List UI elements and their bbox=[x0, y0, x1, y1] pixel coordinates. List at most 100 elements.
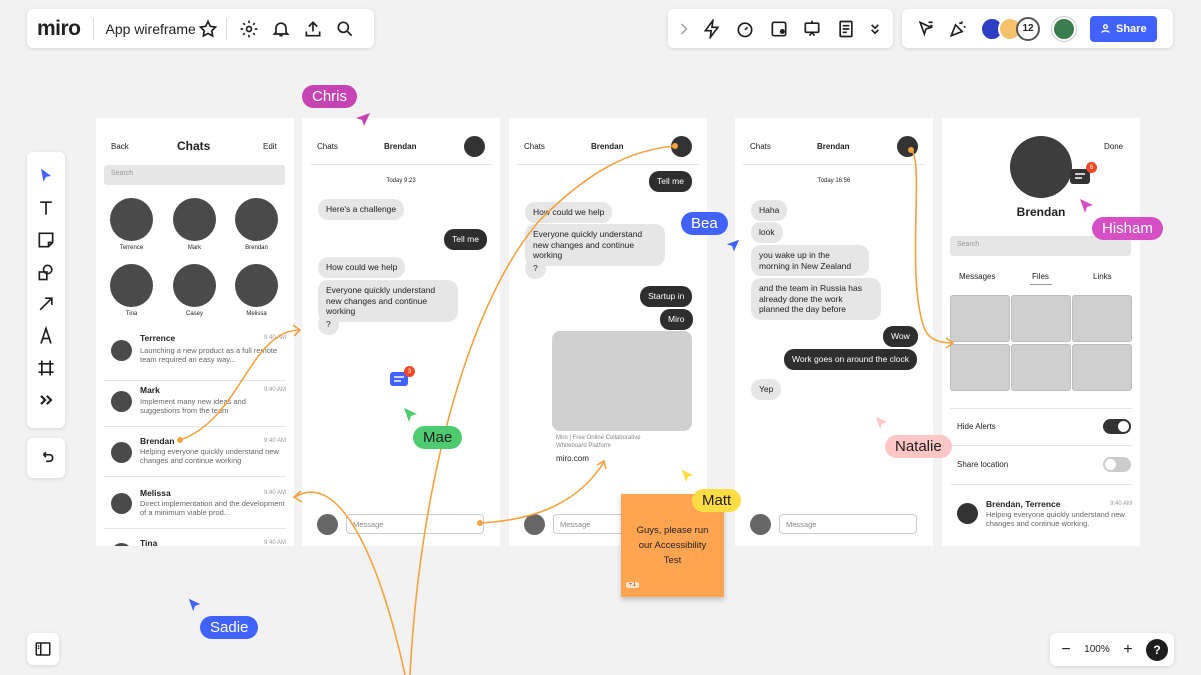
board-title[interactable]: App wireframe bbox=[105, 20, 196, 37]
conversation-title: Brendan bbox=[384, 142, 417, 151]
reactions-cursor-icon[interactable] bbox=[910, 13, 942, 45]
contact-avatar[interactable] bbox=[110, 264, 153, 307]
contact-avatar[interactable] bbox=[173, 264, 216, 307]
message-placeholder: Message bbox=[353, 520, 384, 529]
chat-list-row[interactable]: Brendan 9:40 AM Helping everyone quickly… bbox=[104, 433, 286, 478]
message-bubble: Miro bbox=[660, 309, 693, 330]
zoom-level[interactable]: 100% bbox=[1084, 644, 1110, 655]
collaborator-avatars[interactable]: 12 bbox=[980, 16, 1040, 41]
edit-link[interactable]: Edit bbox=[263, 142, 277, 151]
contact-avatar[interactable] bbox=[235, 198, 278, 241]
file-thumbnail[interactable] bbox=[1072, 295, 1132, 342]
chat-name: Mark bbox=[140, 385, 160, 395]
file-thumbnail[interactable] bbox=[1011, 295, 1071, 342]
pen-icon[interactable] bbox=[30, 320, 62, 352]
zoom-in-button[interactable]: + bbox=[1123, 640, 1133, 658]
timer-icon[interactable] bbox=[729, 13, 761, 45]
back-link[interactable]: Back bbox=[111, 142, 129, 151]
chat-time: 9:40 AM bbox=[263, 438, 286, 444]
celebrate-party-icon[interactable] bbox=[942, 13, 974, 45]
undo-icon[interactable] bbox=[30, 442, 62, 474]
done-link[interactable]: Done bbox=[1104, 142, 1124, 151]
avatar bbox=[671, 136, 692, 157]
connection-arrow-icon[interactable] bbox=[30, 288, 62, 320]
voting-card-icon[interactable] bbox=[763, 13, 795, 45]
chat-name: Brendan bbox=[140, 436, 175, 446]
upload-export-icon[interactable] bbox=[297, 13, 329, 45]
hide-alerts-toggle[interactable] bbox=[1103, 419, 1131, 434]
more-tools-chevron-icon[interactable] bbox=[30, 384, 62, 416]
message-bubble: Everyone quickly understand new changes … bbox=[318, 280, 458, 322]
comment-marker[interactable]: 3 bbox=[390, 366, 415, 388]
contact-avatar[interactable] bbox=[235, 264, 278, 307]
back-link[interactable]: Chats bbox=[750, 142, 771, 151]
sticky-note[interactable]: Guys, please run our Accessibility Test … bbox=[621, 494, 724, 597]
link-preview-image[interactable] bbox=[552, 331, 692, 431]
chat-time: 9:40 AM bbox=[263, 335, 286, 341]
chat-list-row[interactable]: Brendan, Terrence 9:40 AM Helping everyo… bbox=[950, 496, 1132, 538]
sticky-note-icon[interactable] bbox=[30, 224, 62, 256]
tab-files[interactable]: Files bbox=[1032, 272, 1049, 281]
file-thumbnail[interactable] bbox=[950, 295, 1010, 342]
help-button[interactable]: ? bbox=[1146, 638, 1168, 661]
search-field[interactable]: Search bbox=[950, 236, 1131, 256]
presentation-icon[interactable] bbox=[796, 13, 828, 45]
back-link[interactable]: Chats bbox=[524, 142, 545, 151]
shapes-icon[interactable] bbox=[30, 256, 62, 288]
back-link[interactable]: Chats bbox=[317, 142, 338, 151]
message-input[interactable]: Message bbox=[779, 514, 917, 534]
wireframe-screen-profile[interactable]: Done 6 Brendan Search Messages Files Lin… bbox=[942, 118, 1140, 546]
wireframe-screen-conversation-3[interactable]: Chats Brendan Today 16:56 Haha look you … bbox=[735, 118, 933, 546]
search-icon[interactable] bbox=[329, 13, 361, 45]
comment-marker[interactable]: 6 bbox=[1070, 162, 1097, 186]
settings-gear-icon[interactable] bbox=[233, 13, 265, 45]
message-input[interactable]: Message bbox=[346, 514, 484, 534]
conversation-title: Brendan bbox=[591, 142, 624, 151]
avatar bbox=[111, 543, 132, 546]
wireframe-screen-chats[interactable]: Back Chats Edit Search Terrence Mark Bre… bbox=[96, 118, 294, 546]
chat-time: 9:40 AM bbox=[1109, 501, 1132, 507]
notes-list-icon[interactable] bbox=[830, 13, 862, 45]
text-tool-icon[interactable] bbox=[30, 192, 62, 224]
chat-preview: Helping everyone quickly understand new … bbox=[986, 510, 1125, 529]
chat-list-row[interactable]: Mark 9:40 AM Implement many new ideas an… bbox=[104, 382, 286, 427]
link-preview-url[interactable]: miro.com bbox=[556, 454, 589, 463]
search-placeholder: Search bbox=[111, 170, 134, 177]
wireframe-screen-conversation-2[interactable]: Chats Brendan Tell me How could we help … bbox=[509, 118, 707, 546]
contact-avatar[interactable] bbox=[110, 198, 153, 241]
file-thumbnail[interactable] bbox=[1011, 344, 1071, 391]
select-cursor-icon[interactable] bbox=[30, 160, 62, 192]
share-location-toggle[interactable] bbox=[1103, 457, 1131, 472]
current-user-avatar[interactable] bbox=[1052, 16, 1076, 41]
lightning-icon[interactable] bbox=[696, 13, 728, 45]
search-placeholder: Search bbox=[957, 241, 980, 248]
message-bubble: Haha bbox=[751, 200, 788, 221]
zoom-out-button[interactable]: − bbox=[1061, 640, 1071, 658]
tab-messages[interactable]: Messages bbox=[959, 272, 996, 281]
chat-list-row[interactable]: Tina 9:40 AM bbox=[104, 535, 286, 546]
share-button[interactable]: Share bbox=[1090, 15, 1157, 42]
search-field[interactable]: Search bbox=[104, 165, 285, 185]
wireframe-screen-conversation-1[interactable]: Chats Brendan Today 9:23 Here's a challe… bbox=[302, 118, 500, 546]
chat-list-row[interactable]: Melissa 9:40 AM Direct implementation an… bbox=[104, 485, 286, 530]
chevron-right-icon[interactable] bbox=[674, 13, 694, 45]
date-label: Today 16:56 bbox=[817, 178, 851, 184]
contact-avatar[interactable] bbox=[173, 198, 216, 241]
cursor-pointer-icon bbox=[875, 416, 888, 430]
chat-list-row[interactable]: Terrence 9:40 AM Launching a new product… bbox=[104, 330, 286, 380]
tab-links[interactable]: Links bbox=[1093, 272, 1112, 281]
avatar bbox=[111, 442, 132, 463]
star-icon[interactable] bbox=[196, 13, 220, 45]
sticky-reaction-badge[interactable]: +1 bbox=[626, 582, 639, 588]
board-header: miro App wireframe bbox=[27, 9, 374, 48]
cursor-pointer-icon bbox=[726, 239, 740, 252]
miro-logo[interactable]: miro bbox=[37, 16, 81, 40]
notifications-bell-icon[interactable] bbox=[265, 13, 297, 45]
chat-preview: Launching a new product as a full remote… bbox=[140, 346, 278, 365]
message-bubble: Tell me bbox=[649, 171, 692, 192]
file-thumbnail[interactable] bbox=[1072, 344, 1132, 391]
frame-icon[interactable] bbox=[30, 352, 62, 384]
file-thumbnail[interactable] bbox=[950, 344, 1010, 391]
chevron-double-down-icon[interactable] bbox=[863, 13, 887, 45]
sidebar-toggle-icon[interactable] bbox=[34, 640, 52, 658]
